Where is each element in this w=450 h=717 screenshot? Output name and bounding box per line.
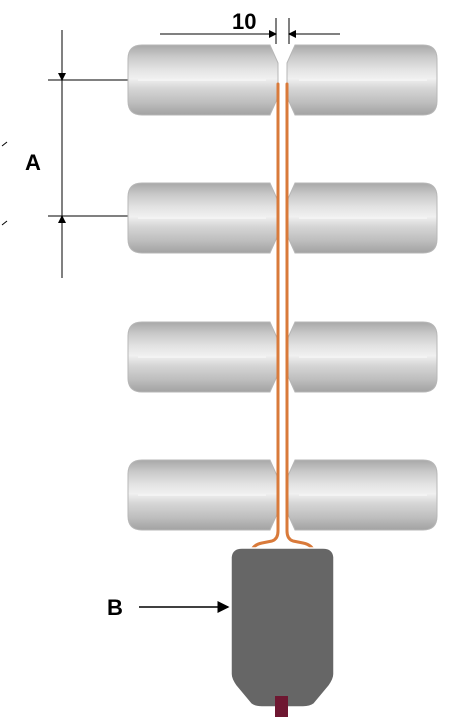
bottom-component-label: B [107,595,123,620]
gap-dimension: 10 [160,9,340,44]
gap-dimension-label: 10 [232,9,256,34]
bottom-block-body [230,547,335,708]
bottom-component-callout: B [107,595,230,620]
bottom-stem [275,696,288,717]
spacing-tick-lower [1,220,8,226]
spacing-label: A [25,150,41,175]
roller-stack [127,44,438,531]
spacing-dimension: A [1,30,182,278]
spacing-tick-upper [1,141,8,147]
bottom-block [230,547,335,717]
